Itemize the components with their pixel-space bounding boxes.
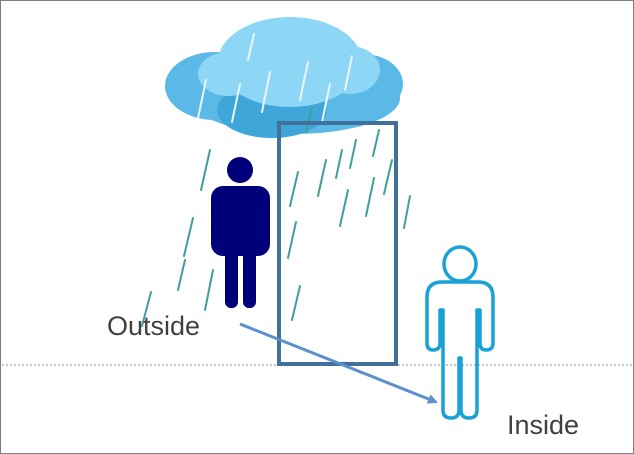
rain-highlights <box>197 33 353 123</box>
inside-label: Inside <box>507 410 580 440</box>
doorway-rectangle <box>277 121 398 366</box>
rain-cloud-icon <box>165 17 403 138</box>
rain-streaks <box>141 107 411 327</box>
arrow-right-down <box>239 322 438 404</box>
person-outline-icon <box>425 245 495 420</box>
person-solid-icon <box>211 157 270 308</box>
outside-label: Outside <box>107 311 201 341</box>
